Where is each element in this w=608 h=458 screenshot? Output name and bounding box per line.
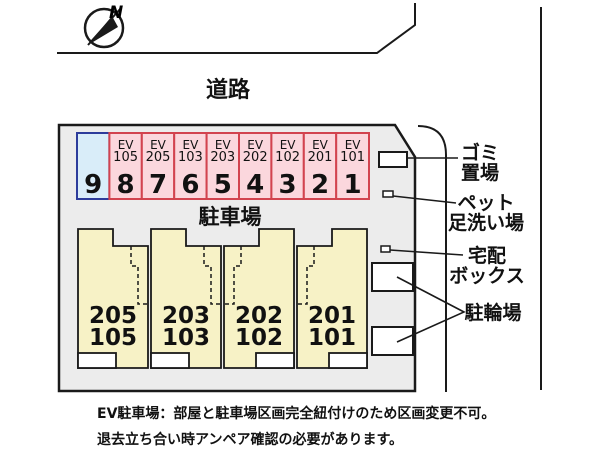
parking-space-number: 2 (310, 170, 330, 200)
bicycle-parking-box (371, 326, 414, 356)
compass-icon: N (83, 3, 125, 49)
parking-space-unit-number: 103 (177, 150, 203, 165)
parking-space-number: 1 (343, 170, 362, 200)
building-lower-unit: 101 (307, 325, 356, 351)
road-label: 道路 (205, 78, 250, 103)
facility-label-line: ゴミ (460, 142, 500, 164)
parking-space-unit-number: 201 (307, 150, 333, 165)
parking-space-unit-number: 203 (210, 150, 236, 165)
leader-delivery-box (389, 249, 464, 256)
parking-space (108, 132, 143, 200)
parking-spaces (76, 132, 371, 200)
building-upper-unit: 203 (161, 303, 210, 329)
parking-space-ev-label: EV (182, 138, 199, 152)
bicycle-parking-box (371, 262, 414, 292)
parking-space-ev-label: EV (247, 138, 264, 152)
entrance-porch-box (77, 352, 117, 369)
building-lower-unit: 105 (88, 325, 137, 351)
parking-space-number: 7 (148, 170, 168, 200)
leader-bicycle-parking (396, 276, 466, 343)
facility-label-delivery-box: 宅配ボックス (449, 246, 524, 286)
facility-label-line: ペット (457, 192, 515, 214)
building-lower-unit: 102 (234, 325, 283, 351)
road-corner-curve (417, 125, 447, 392)
parking-space-label: 9 (77, 133, 109, 199)
parking-space-unit-number: 102 (275, 150, 300, 165)
parking-space-number: 8 (116, 170, 135, 200)
garbage-area-box (378, 151, 408, 168)
building-lower-unit: 103 (161, 325, 210, 351)
parking-space-number: 9 (84, 170, 103, 200)
buildings (77, 228, 368, 369)
entrance-porch-box (328, 352, 368, 369)
facility-label-garbage-area: ゴミ置場 (461, 143, 499, 183)
parking-space-ev-label: EV (150, 138, 166, 152)
parking-space (238, 132, 273, 200)
parking-space-unit-number: 101 (340, 150, 365, 165)
parking-space-ev-label: EV (279, 138, 296, 152)
parking-space-ev-label: EV (117, 138, 134, 152)
entrance-porch-box (255, 352, 295, 369)
facility-label-bicycle-parking: 駐輪場 (464, 303, 521, 323)
parking-space (205, 132, 241, 200)
road-edge-top (57, 3, 416, 54)
parking-space (302, 132, 338, 200)
parking-space-number: 4 (246, 170, 265, 200)
facility-label-line: 足洗い場 (447, 212, 525, 234)
parking-space-unit-number: 105 (113, 150, 138, 165)
compass-north-label: N (109, 3, 123, 23)
facility-label-line: 駐輪場 (464, 302, 522, 324)
leader-pet-foot-wash (392, 195, 457, 204)
parking-space-unit-number: 205 (145, 150, 171, 165)
parking-space-number: 3 (278, 170, 297, 200)
parking-space-unit-number: 202 (242, 150, 268, 165)
building-upper-unit: 202 (234, 303, 283, 329)
note-line: 退去立ち合い時アンペア確認の必要があります。 (97, 432, 404, 448)
delivery-box-marker (380, 245, 391, 253)
parking-space-number: 6 (181, 170, 200, 200)
parking-space-ev-label: EV (214, 138, 231, 152)
note-line: EV駐車場：部屋と駐車場区画完全紐付けのため区画変更不可。 (97, 406, 496, 422)
parking-space-ev-label: EV (344, 138, 361, 152)
pet-wash-box (382, 190, 394, 198)
facility-label-line: 宅配 (467, 245, 506, 267)
parking-space-number: 5 (213, 170, 232, 200)
building-upper-unit: 201 (307, 303, 356, 329)
parking-space (76, 132, 111, 200)
facility-label-line: 置場 (460, 162, 500, 184)
parking-space-ev-label: EV (312, 138, 328, 152)
parking-space (335, 132, 371, 200)
facility-label-line: ボックス (449, 265, 525, 287)
parking-space (173, 132, 208, 200)
parking-area-label: 駐車場 (198, 205, 262, 229)
parking-space (270, 132, 305, 200)
entrance-porch-box (150, 352, 190, 369)
facility-label-pet-foot-wash: ペット足洗い場 (448, 193, 524, 233)
building-upper-unit: 205 (88, 303, 137, 329)
